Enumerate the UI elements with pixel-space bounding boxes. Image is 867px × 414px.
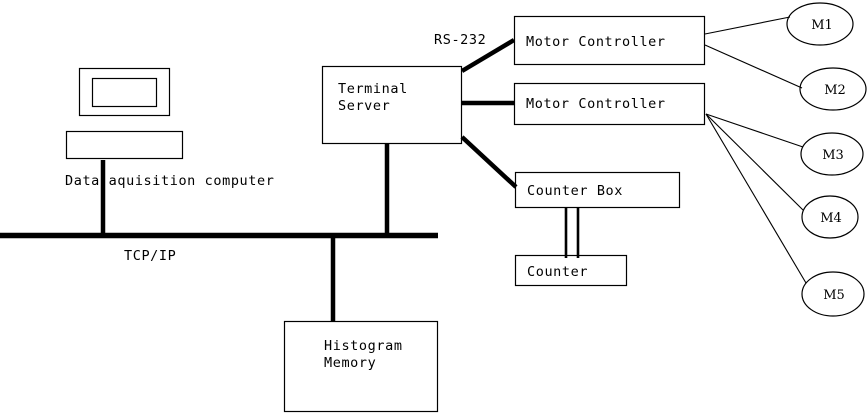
- motor-m5-shape: [801, 271, 865, 317]
- motor-controller-2-box: [513, 82, 706, 126]
- motor-m5-label: M5: [823, 288, 845, 303]
- terminal-server-box: [321, 65, 463, 145]
- motor-controller-2-to-m3-link: [705, 113, 804, 148]
- motor-m3-label: M3: [822, 148, 844, 163]
- computer-monitor-screen: [91, 77, 158, 108]
- motor-controller-2-label: Motor Controller: [526, 96, 666, 112]
- histogram-memory-label-line2: Memory: [324, 355, 376, 371]
- terminal-server-to-counter-box-link: [460, 135, 518, 189]
- motor-m4-label: M4: [820, 211, 842, 226]
- motor-controller-2-to-m5-link: [705, 113, 807, 284]
- counter-box-box: [514, 171, 681, 209]
- motor-m1-label: M1: [811, 18, 833, 33]
- histogram-memory-box: [283, 320, 439, 413]
- motor-controller-1-label: Motor Controller: [526, 34, 666, 50]
- computer-base-unit: [65, 130, 184, 160]
- counter-box-label: Counter Box: [527, 183, 623, 199]
- computer-caption-label: Data aquisition computer: [65, 173, 274, 189]
- terminal-server-label-line1: Terminal: [338, 81, 408, 97]
- motor-controller-2-to-m4-link: [705, 113, 804, 211]
- motor-m2-label: M2: [824, 83, 846, 98]
- motor-controller-1-to-m1-link: [704, 16, 791, 35]
- rs232-label: RS-232: [434, 32, 486, 48]
- motor-m1-shape: [786, 2, 854, 46]
- histogram-memory-label-line1: Histogram: [324, 338, 403, 354]
- motor-controller-1-box: [513, 15, 706, 66]
- motor-m4-shape: [801, 195, 859, 239]
- tcpip-label: TCP/IP: [124, 248, 176, 264]
- terminal-server-to-motor-controller-1-link: [460, 38, 516, 73]
- computer-monitor-outer: [78, 67, 171, 117]
- motor-m3-shape: [800, 132, 864, 176]
- motor-m2-shape: [799, 67, 867, 111]
- counter-label: Counter: [527, 264, 588, 280]
- counter-box: [514, 254, 628, 287]
- terminal-server-label-line2: Server: [338, 98, 390, 114]
- motor-controller-1-to-m2-link: [704, 44, 803, 89]
